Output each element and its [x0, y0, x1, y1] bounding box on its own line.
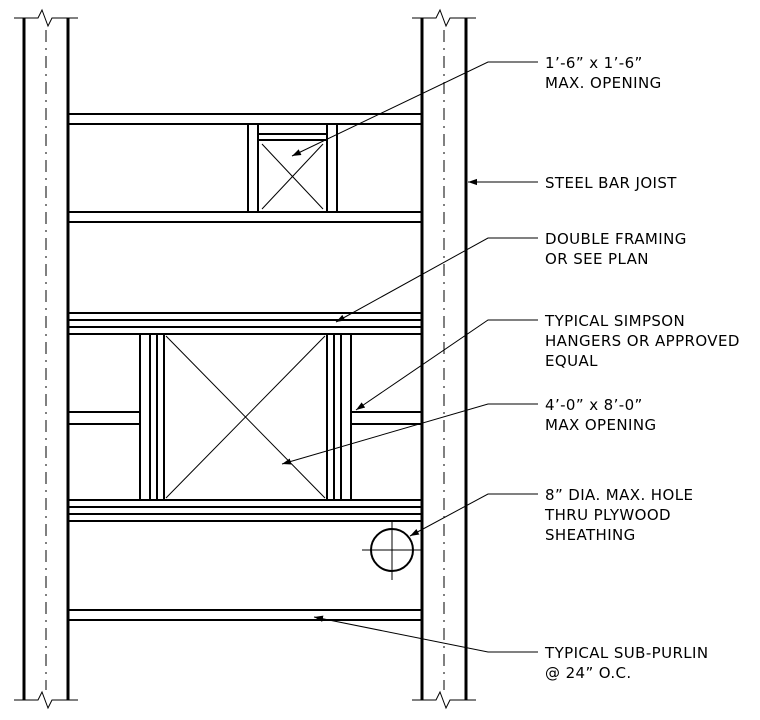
callout-hangers-line-1: TYPICAL SIMPSON	[544, 312, 685, 330]
lower-double-purlin	[68, 499, 422, 522]
callout-steel-bar-joist: STEEL BAR JOIST	[545, 174, 677, 192]
callout-large-opening-line-2: MAX OPENING	[545, 416, 656, 434]
trimmer-stub-left	[68, 411, 140, 425]
callout-hole-line-1: 8” DIA. MAX. HOLE	[545, 486, 693, 504]
leader-lines	[281, 61, 538, 653]
large-opening	[165, 335, 326, 499]
callout-small-opening-line-2: MAX. OPENING	[545, 74, 662, 92]
callout-small-opening-line-1: 1’-6” x 1’-6”	[545, 54, 643, 72]
large-opening-framing	[139, 334, 352, 500]
callout-double-framing-line-1: DOUBLE FRAMING	[545, 230, 687, 248]
double-framing-header	[68, 312, 422, 335]
upper-purlin-top	[68, 113, 422, 125]
typical-sub-purlin	[68, 609, 422, 621]
callout-hole-line-3: SHEATHING	[545, 526, 636, 544]
callout-double-framing-line-2: OR SEE PLAN	[545, 250, 649, 268]
callout-hangers-line-2: HANGERS OR APPROVED	[545, 332, 740, 350]
callout-large-opening-line-1: 4’-0” x 8’-0”	[545, 396, 643, 414]
callout-hole-line-2: THRU PLYWOOD	[544, 506, 671, 524]
small-opening-framing	[247, 124, 338, 212]
trimmer-stub-right	[351, 411, 422, 425]
callout-sub-purlin-line-2: @ 24” O.C.	[545, 664, 632, 682]
right-steel-bar-joist	[412, 8, 476, 710]
left-steel-bar-joist	[14, 8, 78, 710]
upper-purlin-bottom	[68, 211, 422, 223]
callout-hangers-line-3: EQUAL	[545, 352, 598, 370]
small-opening	[261, 143, 324, 210]
sheathing-hole	[362, 520, 422, 580]
callout-sub-purlin-line-1: TYPICAL SUB-PURLIN	[544, 644, 709, 662]
